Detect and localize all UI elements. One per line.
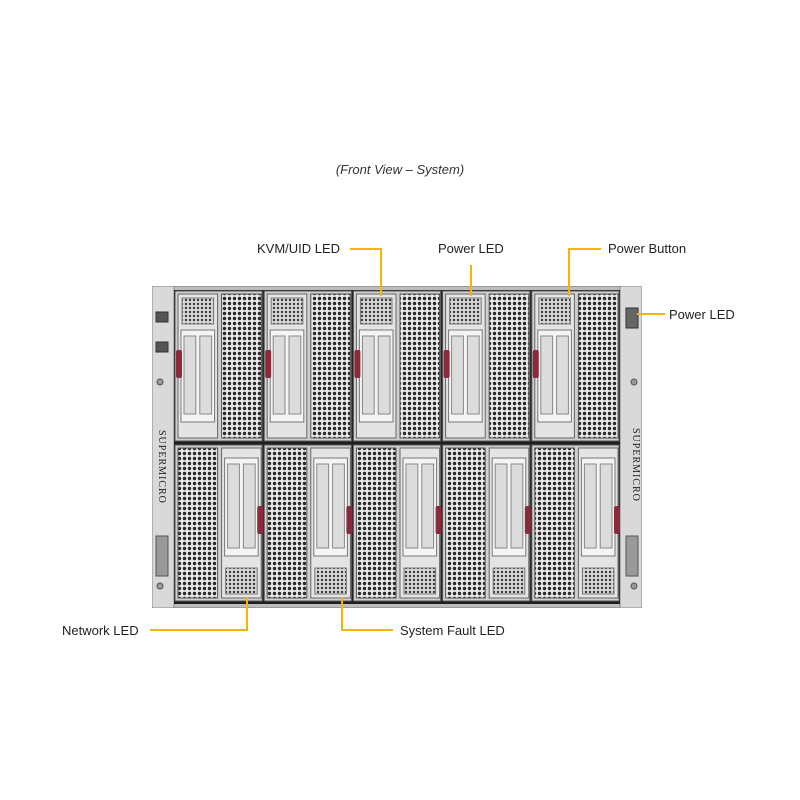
drive-slot (510, 463, 524, 549)
fan-grille (488, 293, 530, 439)
fan-grille (577, 293, 619, 439)
drive-slot (421, 463, 435, 549)
leader-kvm-h (350, 248, 381, 250)
screw-icon (630, 582, 638, 590)
sled-vent (403, 567, 437, 595)
screw-icon (156, 378, 164, 386)
drive-slot (272, 335, 286, 415)
compute-node (442, 290, 531, 442)
drive-slot (405, 463, 419, 549)
drive-slot (183, 335, 197, 415)
sled-handle (257, 506, 264, 534)
compute-node (531, 290, 620, 442)
drive-slot (288, 335, 302, 415)
brand-logo-left: SUPERMICRO (156, 430, 167, 504)
compute-node (174, 290, 263, 442)
drive-slot (556, 335, 569, 415)
brand-logo-right: SUPERMICRO (630, 428, 641, 502)
drive-slot (451, 335, 464, 415)
sled-vent (314, 567, 347, 595)
compute-node (531, 444, 620, 602)
fan-grille (534, 447, 575, 599)
drive-slot (332, 463, 345, 549)
callout-kvm-uid-led: KVM/UID LED (257, 241, 341, 256)
callout-power-button: Power Button (608, 241, 687, 256)
drive-slot (361, 335, 375, 415)
fan-grille (177, 447, 219, 599)
sled-handle (265, 350, 272, 378)
sled-vent (581, 567, 615, 595)
sled-vent (270, 297, 304, 325)
leader-power-button-h (568, 248, 601, 250)
sled-handle (435, 506, 442, 534)
front-view-caption: (Front View – System) (335, 162, 465, 177)
leader-network-led-h (150, 629, 248, 631)
leader-fault-led-h (341, 629, 393, 631)
drive-slot (583, 463, 597, 549)
compute-node (352, 444, 442, 602)
sled-handle (176, 350, 182, 378)
callout-power-led-right: Power LED (669, 307, 735, 322)
fan-grille (355, 447, 397, 599)
usb-port-icon (155, 341, 169, 353)
leader-fault-led-v (341, 597, 343, 631)
power-led-icon (625, 307, 639, 329)
drive-slot (494, 463, 508, 549)
sled-handle (614, 506, 620, 534)
screw-icon (156, 582, 164, 590)
sled-handle (524, 506, 531, 534)
node-bays (174, 290, 620, 602)
right-handle (625, 535, 639, 577)
drive-slot (316, 463, 330, 549)
leader-power-led-v (470, 265, 472, 296)
sled-vent (359, 297, 393, 325)
leader-power-button-v (568, 248, 570, 296)
drive-slot (377, 335, 391, 415)
sled-vent (538, 297, 571, 325)
callout-network-led: Network LED (62, 623, 139, 638)
compute-node (263, 444, 353, 602)
fan-grille (445, 447, 486, 599)
sled-vent (449, 297, 482, 325)
sled-vent (492, 567, 526, 595)
leader-kvm-v (380, 248, 382, 296)
screw-icon (630, 378, 638, 386)
fan-grille (266, 447, 308, 599)
left-handle (155, 535, 169, 577)
drive-slot (227, 463, 240, 549)
compute-node (263, 290, 352, 442)
drive-slot (540, 335, 554, 415)
fan-grille (221, 293, 262, 439)
callout-power-led-top: Power LED (438, 241, 504, 256)
sled-vent (225, 567, 258, 595)
compute-node (174, 444, 264, 602)
ethernet-port-icon (155, 311, 169, 323)
server-chassis-front (152, 286, 642, 608)
leader-network-led-v (246, 597, 248, 631)
drive-slot (199, 335, 213, 415)
sled-handle (443, 350, 450, 378)
sled-handle (346, 506, 353, 534)
leader-power-led-right-h (637, 313, 665, 315)
callout-system-fault-led: System Fault LED (400, 623, 505, 638)
sled-vent (181, 297, 215, 325)
sled-handle (532, 350, 539, 378)
drive-slot (599, 463, 613, 549)
compute-node (352, 290, 442, 442)
fan-grille (399, 293, 441, 439)
sled-handle (354, 350, 361, 378)
fan-grille (310, 293, 351, 439)
drive-slot (466, 335, 480, 415)
compute-node (442, 444, 531, 602)
drive-slot (242, 463, 256, 549)
